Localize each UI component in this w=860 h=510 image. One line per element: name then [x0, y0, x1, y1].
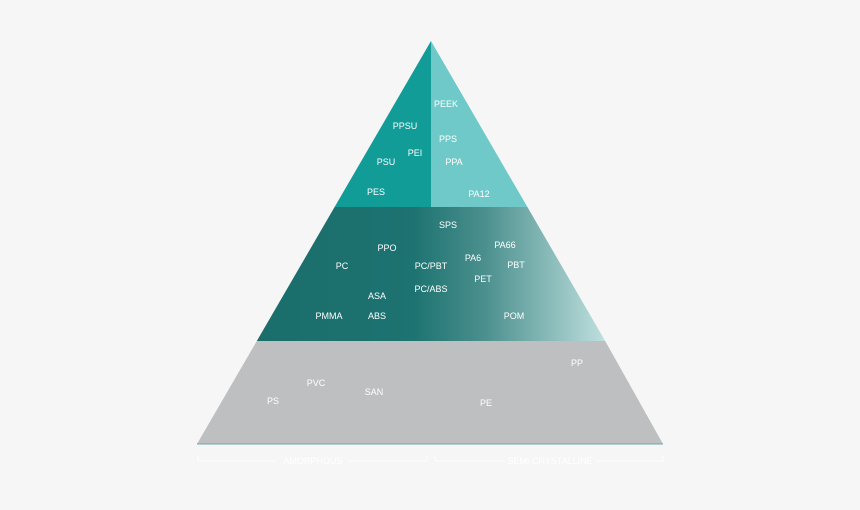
top-tier-semi-crystalline — [431, 41, 528, 207]
label: PA6 — [465, 253, 481, 263]
label: PPSU — [393, 121, 418, 131]
semi-crystalline-bracket-left — [434, 456, 505, 462]
label: SPS — [439, 220, 457, 230]
label: PC — [336, 261, 349, 271]
label: POM — [504, 311, 525, 321]
label: PC/PBT — [415, 261, 448, 271]
label: PBT — [507, 260, 525, 270]
label: PVC — [307, 378, 326, 388]
label: PSU — [377, 157, 396, 167]
middle-tier — [256, 207, 606, 341]
label: PS — [267, 396, 279, 406]
label: PPS — [439, 134, 457, 144]
label: PES — [367, 187, 385, 197]
semi-crystalline-label: SEMI CRYSTALLINE — [507, 456, 592, 466]
middle-tier-labels: SPS PPO PA66 PA6 PC PC/PBT PBT PET ASA P… — [316, 220, 526, 321]
amorphous-bracket-left — [197, 456, 275, 462]
semi-crystalline-bracket-right — [596, 456, 664, 462]
bottom-tier-labels: PP PVC SAN PS PE — [267, 358, 583, 408]
axis-brackets — [197, 456, 664, 462]
label: PET — [474, 274, 492, 284]
label: PPA — [445, 157, 462, 167]
label: PP — [571, 358, 583, 368]
label: PE — [480, 398, 492, 408]
label: PA66 — [494, 240, 515, 250]
label: PMMA — [316, 311, 343, 321]
amorphous-label: AMORPHOUS — [283, 456, 342, 466]
label: ASA — [368, 291, 386, 301]
label: PEEK — [434, 99, 458, 109]
top-tier-amorphous — [334, 41, 431, 207]
label: SAN — [365, 387, 384, 397]
label: PEI — [408, 148, 423, 158]
label: ABS — [368, 311, 386, 321]
label: PPO — [377, 243, 396, 253]
label: PC/ABS — [414, 284, 447, 294]
label: PA12 — [468, 189, 489, 199]
bottom-tier — [197, 341, 663, 444]
amorphous-bracket-right — [348, 456, 428, 462]
top-tier-labels: PPSU PEI PSU PES PEEK PPS PPA PA12 — [367, 99, 490, 199]
